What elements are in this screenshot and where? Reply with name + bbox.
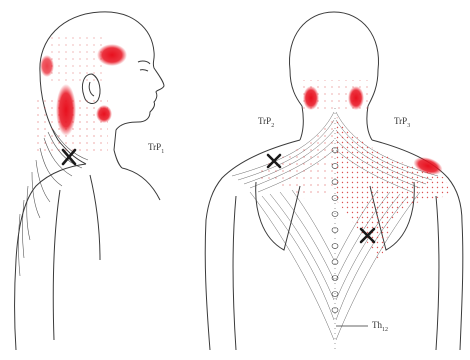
side-pain-stipple-head	[46, 34, 106, 82]
side-arm	[53, 190, 60, 340]
back-pain-stipple-right	[336, 116, 450, 262]
back-arm-right	[460, 222, 463, 350]
side-pain-occiput	[40, 55, 54, 77]
label-side-trp: TrP1	[148, 142, 164, 155]
side-pain-jaw	[96, 105, 112, 123]
label-back-trp-left: TrP2	[258, 116, 274, 129]
side-shoulder	[15, 164, 87, 350]
side-pain-neck	[56, 84, 76, 136]
back-pain-neck-right	[348, 86, 364, 110]
back-arm-left	[205, 220, 210, 350]
label-spine-marker: Th12	[372, 320, 388, 333]
label-back-trp-right: TrP3	[394, 116, 410, 129]
side-pain-temple	[97, 44, 127, 66]
side-chest	[122, 168, 160, 200]
back-pain-neck-left	[303, 86, 319, 110]
side-neck-front	[114, 150, 122, 168]
